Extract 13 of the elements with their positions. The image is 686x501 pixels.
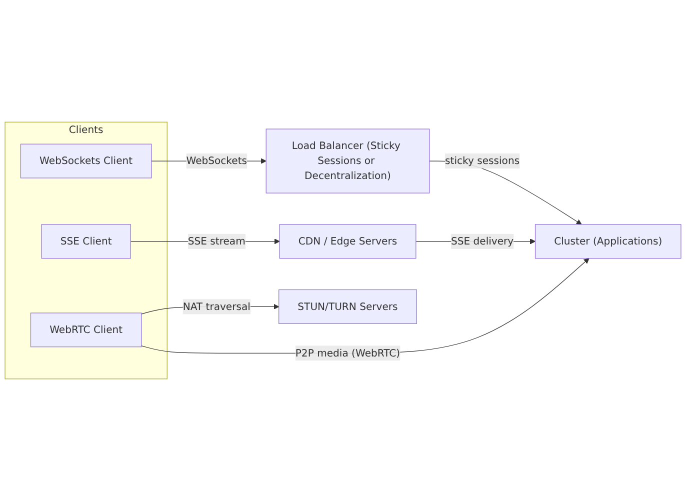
node-box: Cluster (Applications) <box>534 224 682 259</box>
edge-label: SSE delivery <box>450 235 514 248</box>
node-box: STUN/TURN Servers <box>278 289 417 324</box>
node-box: Load Balancer (Sticky Sessions or Decentralization) <box>266 128 430 194</box>
node-box: CDN / Edge Servers <box>279 224 416 259</box>
edge-label: NAT traversal <box>182 300 250 312</box>
node-box: WebRTC Client <box>30 312 142 348</box>
node-box: SSE Client <box>41 224 131 259</box>
node-box: WebSockets Client <box>20 144 152 178</box>
edge-label: SSE stream <box>188 235 246 248</box>
edge-label: P2P media (WebRTC) <box>295 346 400 359</box>
edge-label: WebSockets <box>186 154 248 167</box>
edge-label: sticky sessions <box>445 154 520 167</box>
